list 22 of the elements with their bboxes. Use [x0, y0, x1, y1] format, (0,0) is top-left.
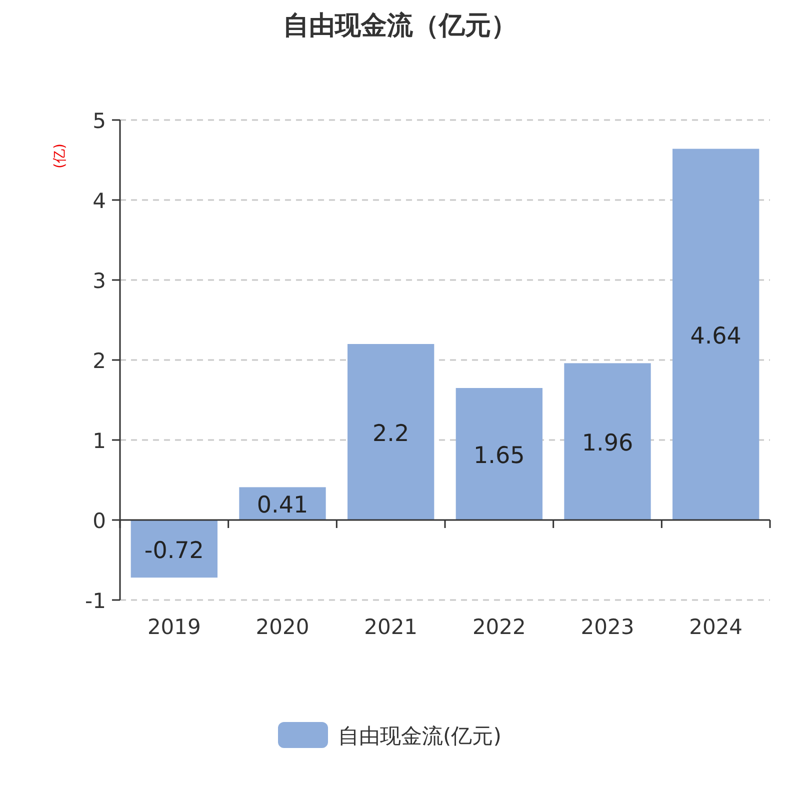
value-label: 2.2: [372, 421, 410, 447]
chart-title: 自由现金流（亿元）: [283, 11, 517, 41]
axis-title: (亿): [52, 144, 68, 168]
tick-label: 5: [92, 109, 106, 133]
value-label: -0.72: [144, 538, 204, 564]
value-label: 1.96: [582, 430, 634, 457]
tick-label: 2: [92, 349, 106, 373]
tick-label: -1: [85, 589, 106, 613]
tick-label: 4: [92, 189, 106, 213]
category-label: 2021: [364, 615, 418, 639]
category-label: 2019: [147, 615, 201, 639]
category-label: 2020: [256, 615, 310, 639]
category-label: 2024: [689, 615, 743, 639]
legend-label: 自由现金流(亿元): [338, 724, 502, 748]
tick-label: 1: [92, 429, 106, 453]
category-label: 2022: [472, 615, 526, 639]
tick-label: 3: [92, 269, 106, 293]
tick-label: 0: [92, 509, 106, 533]
value-label: 1.65: [474, 443, 525, 469]
value-label: 4.64: [690, 323, 742, 350]
category-label: 2023: [580, 615, 634, 639]
value-label: 0.41: [256, 492, 308, 519]
